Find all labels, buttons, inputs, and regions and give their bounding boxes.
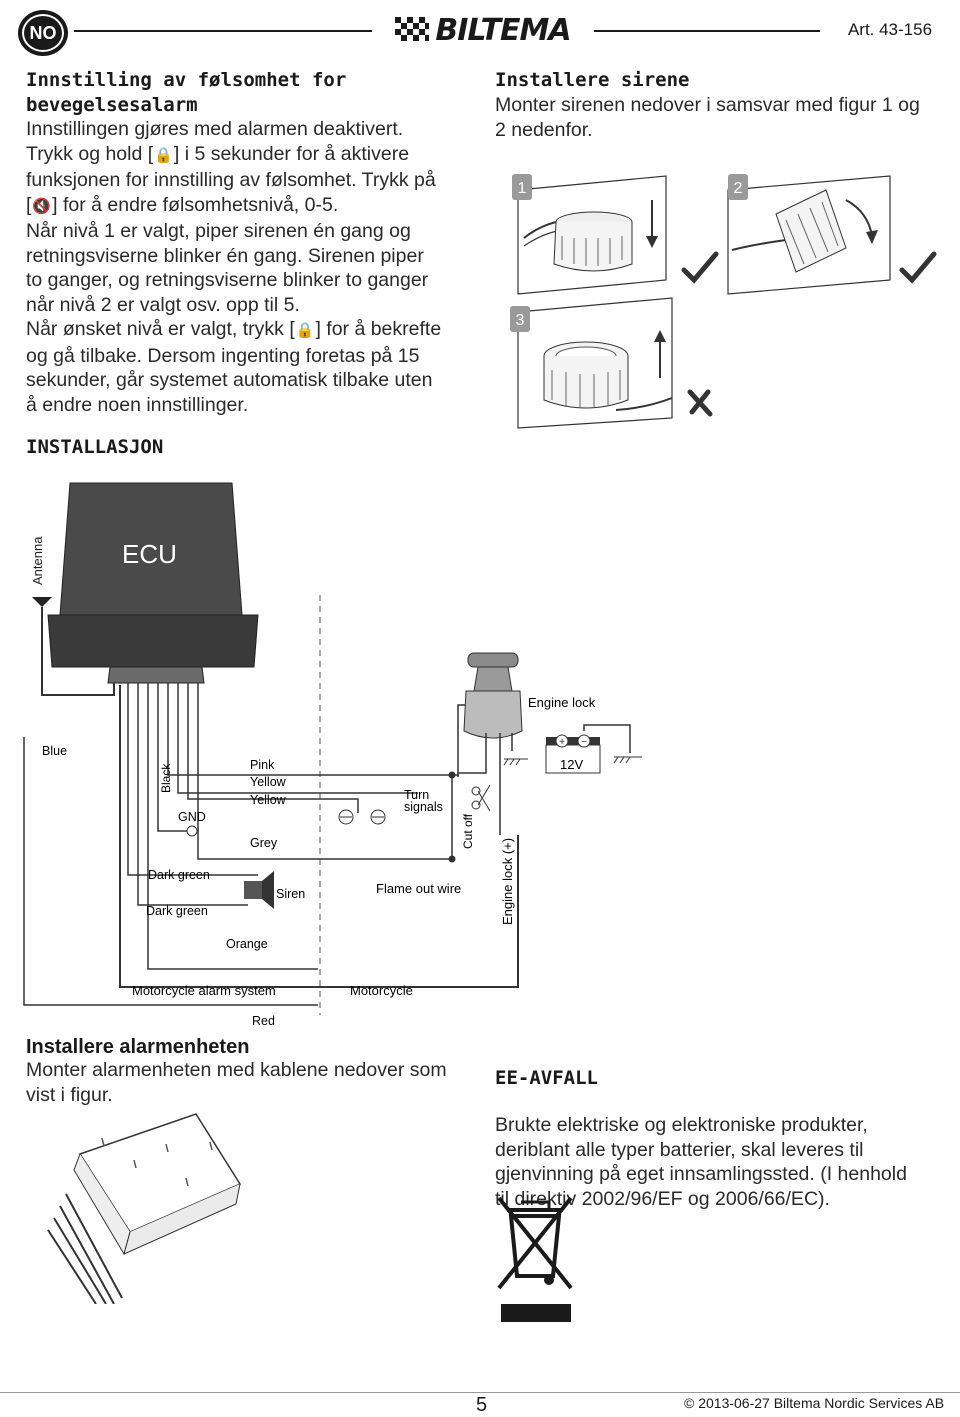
siren-figure-3: 3 [510, 297, 673, 429]
svg-text:Motorcycle: Motorcycle [350, 983, 413, 998]
text-line: Trykk og hold [🔒] i 5 sekunder for å akt… [26, 142, 476, 169]
svg-text:Yellow: Yellow [250, 775, 287, 789]
svg-text:−: − [581, 737, 587, 748]
mount-text: Monter alarmenheten med kablene nedover … [26, 1059, 447, 1106]
text-line: når nivå 2 er valgt osv. opp til 5. [26, 293, 300, 316]
svg-text:Yellow: Yellow [250, 793, 287, 807]
article-number: Art. 43-156 [820, 12, 960, 48]
battery-12v: + − [545, 724, 631, 774]
svg-text:signals: signals [404, 800, 443, 814]
svg-text:Blue: Blue [42, 744, 67, 758]
text-line: å endre noen innstillinger. [26, 393, 249, 416]
svg-text:2: 2 [734, 180, 743, 197]
cross-icon [687, 389, 713, 417]
svg-text:Motorcycle alarm system: Motorcycle alarm system [132, 983, 276, 998]
text-line: retningsviserne blinker én gang. Sirenen… [26, 244, 424, 267]
checkmark-icon [899, 251, 937, 284]
siren-mount-figures: 1 2 3 [510, 174, 937, 429]
text-line: Når ønsket nivå er valgt, trykk [🔒] for … [26, 317, 476, 344]
ecu-label: ECU [122, 539, 177, 569]
svg-text:3: 3 [516, 312, 525, 329]
svg-text:Antenna: Antenna [30, 536, 45, 585]
siren-heading: Installere sirene [495, 69, 690, 91]
language-badge: NO [18, 10, 68, 56]
brand-name: BILTEMA [435, 12, 571, 48]
scissors-icon [471, 784, 491, 812]
crossed-bin-icon [497, 1196, 573, 1322]
svg-text:Cut off: Cut off [461, 813, 475, 849]
text-line: og gå tilbake. Dersom ingenting foretas … [26, 344, 420, 367]
sensitivity-heading: Innstilling av følsomhet for bevegelsesa… [26, 69, 347, 116]
svg-text:Orange: Orange [226, 937, 268, 951]
svg-text:Dark green: Dark green [146, 904, 208, 918]
copyright: © 2013-06-27 Biltema Nordic Services AB [684, 1395, 945, 1411]
text-line: to ganger, og retningsviserne blinker to… [26, 269, 429, 291]
engine-lock-switch [457, 652, 523, 835]
text-line: [🔇] for å endre følsomhetsnivå, 0-5. [26, 193, 476, 220]
bulb-icon [370, 809, 386, 825]
alarm-unit-illustration [47, 1113, 242, 1304]
sensitivity-text: Innstillingen gjøres med alarmen deaktiv… [26, 117, 476, 417]
text-line: Innstillingen gjøres med alarmen deaktiv… [26, 118, 404, 140]
svg-text:Dark green: Dark green [148, 868, 210, 882]
turn-signals-label: Turn [404, 788, 429, 802]
siren-icon [244, 871, 274, 909]
page-number: 5 [472, 1394, 492, 1417]
text-line: Når nivå 1 er valgt, piper sirenen én ga… [26, 220, 411, 242]
brand-logo: BILTEMA [372, 12, 594, 48]
mount-heading: Installere alarmenheten [26, 1036, 250, 1058]
bulb-icon [338, 809, 354, 825]
svg-text:1: 1 [518, 180, 527, 197]
siren-text: Monter sirenen nedover i samsvar med fig… [495, 94, 920, 141]
svg-text:12V: 12V [560, 757, 583, 772]
lock-button-icon: 🔒 [154, 146, 173, 164]
svg-text:+: + [559, 737, 565, 748]
antenna: Antenna [30, 536, 115, 696]
wiring-diagram: ECU Antenna [23, 482, 642, 1028]
language-code: NO [22, 14, 64, 52]
footer-rule [0, 1392, 960, 1393]
weee-text: Brukte elektriske og elektroniske produk… [495, 1114, 907, 1210]
svg-text:Engine lock (+): Engine lock (+) [500, 838, 515, 925]
checker-flag-icon [395, 17, 430, 41]
weee-heading: EE-AVFALL [495, 1067, 598, 1089]
ground-terminal [186, 825, 198, 837]
text-line: funksjonen for innstilling av følsomhet.… [26, 169, 436, 191]
checkmark-icon [681, 251, 719, 284]
siren-figure-1: 1 [512, 174, 667, 295]
svg-text:GND: GND [178, 810, 206, 824]
svg-text:Flame out wire: Flame out wire [376, 881, 461, 896]
text-line: sekunder, går systemet automatisk tilbak… [26, 369, 433, 391]
svg-text:Red: Red [252, 1014, 275, 1028]
lock-button-icon: 🔒 [295, 322, 315, 339]
svg-text:Siren: Siren [276, 887, 305, 901]
installation-heading: INSTALLASJON [26, 436, 164, 458]
svg-text:Black: Black [159, 763, 173, 793]
mute-button-icon: 🔇 [32, 197, 52, 215]
ecu-unit: ECU [47, 482, 259, 684]
svg-text:Grey: Grey [250, 836, 278, 850]
siren-figure-2: 2 [727, 174, 891, 295]
svg-text:Pink: Pink [250, 758, 275, 772]
svg-text:Engine lock: Engine lock [528, 695, 596, 710]
